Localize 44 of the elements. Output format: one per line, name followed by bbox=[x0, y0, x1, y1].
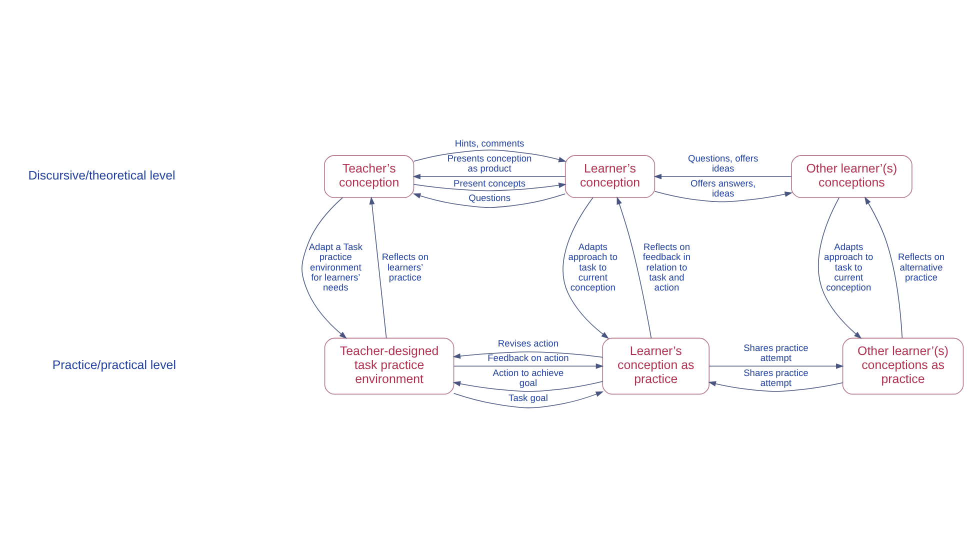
label: Practice/practical level bbox=[52, 358, 176, 372]
edge-label: Task goal bbox=[508, 392, 548, 402]
node-box: Teacher’s conception bbox=[324, 154, 414, 198]
arrow bbox=[369, 196, 387, 338]
edge-label: Present concepts bbox=[454, 178, 526, 188]
arrow bbox=[452, 380, 603, 392]
arrow bbox=[413, 182, 566, 191]
arrow bbox=[654, 173, 792, 179]
arrow bbox=[453, 390, 604, 408]
edge-label: Adapts approach to task to current conception bbox=[824, 242, 874, 292]
edge-label: Adapts approach to task to current conception bbox=[568, 242, 618, 292]
arrow bbox=[452, 351, 603, 358]
arrow bbox=[412, 192, 566, 208]
arrow bbox=[302, 196, 347, 338]
arrow bbox=[413, 149, 566, 162]
node-box: Other learner’(s) conceptions as practice bbox=[842, 337, 964, 394]
arrow bbox=[562, 196, 610, 338]
arrow bbox=[708, 362, 844, 368]
edge-label: Shares practice attempt bbox=[744, 367, 808, 388]
node-box: Learner’s conception as practice bbox=[602, 337, 710, 394]
arrow bbox=[616, 196, 652, 338]
edge-label: Revises action bbox=[498, 338, 558, 348]
arrow bbox=[453, 362, 604, 368]
edge-label: Reflects on alternative practice bbox=[898, 252, 945, 282]
edge-label: Adapt a Task practice environment for learners’ needs bbox=[308, 242, 363, 292]
arrow bbox=[818, 196, 862, 338]
edge-label: Reflects on learners’ practice bbox=[382, 252, 429, 282]
arrow bbox=[864, 196, 903, 338]
arrow bbox=[654, 190, 793, 202]
arrow bbox=[412, 173, 566, 179]
edge-label: Shares practice attempt bbox=[744, 342, 808, 363]
label: Discursive/theoretical level bbox=[28, 168, 176, 182]
edge-label: Offers answers, ideas bbox=[690, 178, 756, 198]
node-box: Teacher-designed task practice environment bbox=[324, 337, 454, 394]
edge-label: Reflects on feedback in relation to task and action bbox=[642, 242, 691, 292]
edge-label: Questions, offers ideas bbox=[688, 152, 758, 174]
edge-label: Presents conception as product bbox=[447, 152, 532, 174]
node-box: Learner’s conception bbox=[564, 154, 656, 198]
edge-label: Action to achieve goal bbox=[492, 367, 564, 388]
edge-label: Questions bbox=[468, 192, 511, 203]
arrow bbox=[708, 380, 844, 392]
node-box: Other learner’(s) conceptions bbox=[791, 154, 912, 198]
edge-label: Hints, comments bbox=[454, 138, 524, 148]
edge-label: Feedback on action bbox=[488, 352, 569, 363]
